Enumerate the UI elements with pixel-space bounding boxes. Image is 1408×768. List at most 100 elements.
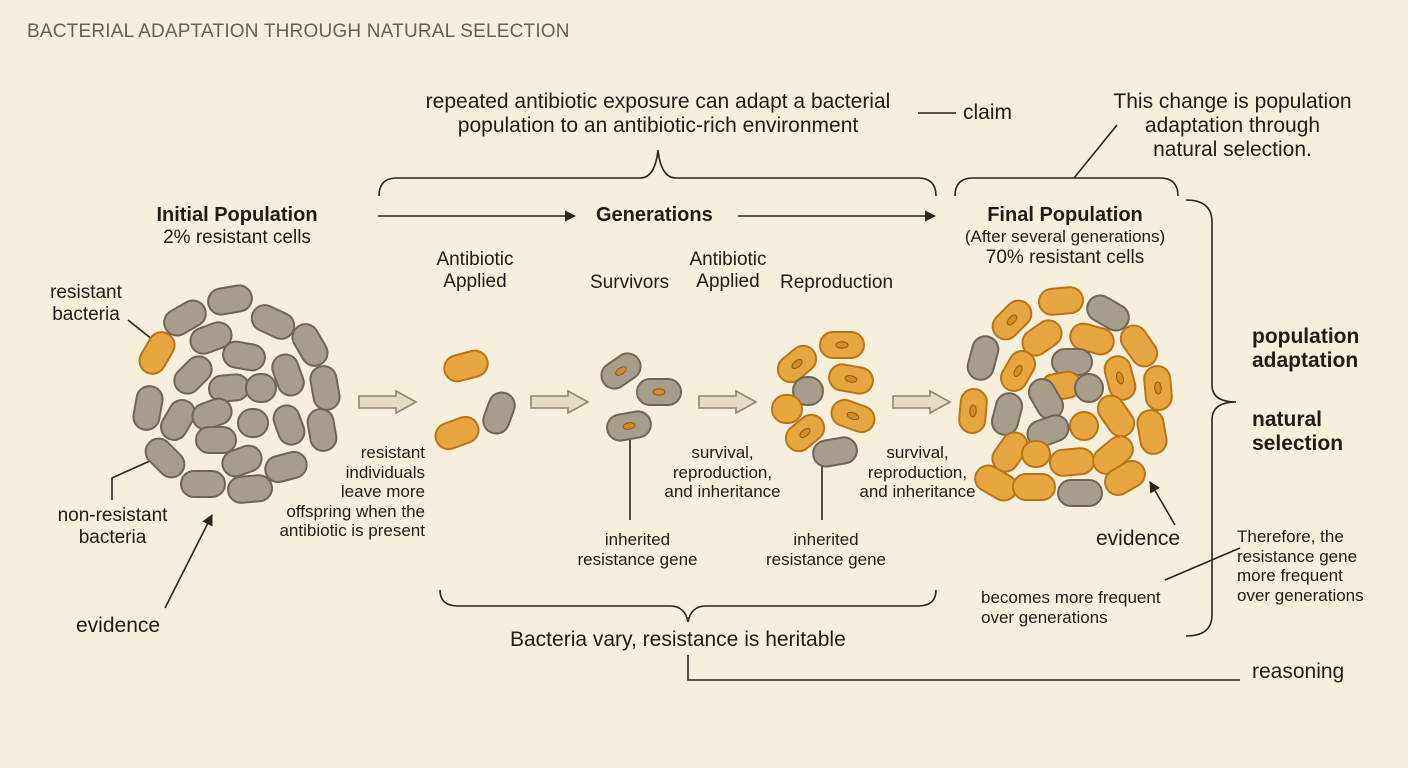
nonresistant-cell bbox=[180, 470, 226, 498]
nonresistant-cell bbox=[1051, 348, 1093, 376]
nonresistant-cell bbox=[160, 399, 196, 441]
flow-arrow-2 bbox=[530, 389, 590, 415]
therefore-pointer bbox=[1164, 547, 1241, 581]
resistant-cell bbox=[443, 349, 489, 383]
resistant-cell-with-gene bbox=[1143, 365, 1173, 411]
premise-brace bbox=[439, 589, 937, 623]
term-population-adaptation: population adaptation bbox=[1252, 325, 1360, 373]
nonresistant-cell-with-gene bbox=[600, 352, 642, 390]
nonresistant-cell bbox=[309, 365, 341, 411]
nonresistant-cell bbox=[207, 284, 253, 316]
note-survival-1: survival, reproduction, and inheritance bbox=[664, 443, 781, 502]
resistant-bacteria-label: resistant bacteria bbox=[50, 282, 122, 325]
resistant-cell bbox=[1069, 322, 1115, 356]
resistance-gene-icon bbox=[1013, 365, 1023, 377]
conclusion-text: This change is population adaptation thr… bbox=[1085, 90, 1380, 162]
resistant-cell-with-gene bbox=[1000, 350, 1036, 392]
nonresistant-cell bbox=[792, 376, 824, 406]
resistance-gene-icon bbox=[1116, 371, 1124, 385]
reasoning-line bbox=[687, 655, 1240, 681]
conclusion-pointer bbox=[1073, 124, 1118, 179]
resistance-gene-icon bbox=[969, 404, 977, 418]
resistant-cell bbox=[771, 394, 803, 424]
resistant-cell-with-gene bbox=[819, 331, 865, 359]
nonresistant-pointer bbox=[111, 459, 153, 500]
term-natural-selection: natural selection bbox=[1252, 408, 1344, 456]
resistant-cell bbox=[1038, 286, 1084, 316]
final-population-title: Final Population bbox=[987, 204, 1143, 226]
resistant-cell bbox=[1021, 319, 1063, 357]
nonresistant-cell bbox=[195, 426, 237, 454]
resistant-cell bbox=[1069, 411, 1099, 441]
resistance-gene-icon bbox=[1154, 381, 1162, 395]
nonresistant-cell bbox=[245, 373, 277, 403]
resistance-gene-icon bbox=[791, 358, 803, 370]
resistant-cell-with-gene bbox=[1103, 355, 1137, 401]
nonresistant-cell-with-gene bbox=[636, 378, 682, 406]
nonresistant-cell bbox=[966, 335, 1000, 381]
initial-evidence-arrow bbox=[164, 514, 213, 609]
note-resistant-offspring: resistant individuals leave more offspri… bbox=[279, 443, 425, 541]
flow-arrow-1 bbox=[358, 389, 418, 415]
nonresistant-cell bbox=[1086, 294, 1130, 332]
claim-tag: claim bbox=[963, 101, 1013, 124]
resistant-cell bbox=[1096, 394, 1136, 438]
resistance-gene-icon bbox=[799, 427, 811, 439]
nonresistant-cell bbox=[291, 323, 329, 367]
right-brace bbox=[1185, 199, 1237, 637]
flow-arrows bbox=[358, 389, 952, 415]
nonresistant-cell bbox=[306, 408, 338, 452]
note-inherited-2: inherited resistance gene bbox=[765, 530, 887, 569]
resistant-cell-with-gene bbox=[776, 344, 818, 384]
step-antibiotic-applied-2: Antibiotic Applied bbox=[689, 249, 767, 292]
nonresistant-cell bbox=[237, 408, 269, 438]
nonresistant-cell bbox=[189, 321, 233, 355]
claim-brace bbox=[378, 149, 937, 197]
flow-arrow-4 bbox=[892, 389, 952, 415]
resistant-cell-with-gene bbox=[958, 388, 988, 434]
nonresistant-cell bbox=[132, 385, 164, 431]
resistance-gene-icon bbox=[652, 388, 666, 396]
initial-population-subtitle: 2% resistant cells bbox=[163, 227, 311, 248]
resistant-cell bbox=[1021, 440, 1051, 468]
claim-text: repeated antibiotic exposure can adapt a… bbox=[398, 90, 918, 138]
resistant-cell bbox=[1136, 409, 1168, 455]
resistance-gene-icon bbox=[844, 375, 858, 383]
step-antibiotic-applied-1: Antibiotic Applied bbox=[436, 249, 514, 292]
step-survivors: Survivors bbox=[590, 272, 670, 293]
nonresistant-cell bbox=[272, 404, 306, 446]
resistance-gene-icon bbox=[846, 411, 860, 421]
resistance-gene-icon bbox=[622, 422, 636, 430]
nonresistant-bacteria-label: non-resistant bacteria bbox=[57, 505, 168, 548]
resistant-cell-with-gene bbox=[830, 398, 876, 434]
initial-evidence-label: evidence bbox=[76, 614, 161, 637]
nonresistant-cell bbox=[222, 340, 266, 372]
nonresistant-cell bbox=[250, 304, 296, 340]
final-evidence-arrow bbox=[1149, 481, 1176, 526]
annotation-lines bbox=[111, 112, 1241, 681]
resistant-cell bbox=[434, 415, 480, 451]
bacteria-cells bbox=[132, 284, 1173, 507]
final-population-subtitle: (After several generations) bbox=[964, 227, 1166, 246]
final-brace bbox=[954, 177, 1179, 197]
nonresistant-cell bbox=[221, 444, 263, 478]
nonresistant-cell-with-gene bbox=[606, 410, 652, 442]
reasoning-tag: reasoning bbox=[1252, 660, 1345, 683]
resistant-cell-with-gene bbox=[991, 299, 1033, 341]
nonresistant-cell bbox=[163, 299, 207, 337]
generations-title: Generations bbox=[596, 204, 713, 226]
nonresistant-cell bbox=[1026, 414, 1070, 448]
resistant-cell-with-gene bbox=[828, 363, 874, 395]
premise-text: Bacteria vary, resistance is heritable bbox=[510, 628, 846, 651]
nonresistant-cell bbox=[264, 450, 308, 484]
nonresistant-cell bbox=[990, 392, 1024, 436]
nonresistant-cell bbox=[271, 353, 305, 397]
conclusion-line-3: natural selection. bbox=[1153, 138, 1312, 162]
flow-arrow-3 bbox=[698, 389, 758, 415]
nonresistant-cell bbox=[173, 355, 213, 395]
nonresistant-cell bbox=[227, 474, 273, 504]
resistant-cell bbox=[1049, 447, 1095, 477]
nonresistant-cell bbox=[1074, 373, 1104, 403]
resistant-cell-with-gene bbox=[784, 413, 826, 453]
